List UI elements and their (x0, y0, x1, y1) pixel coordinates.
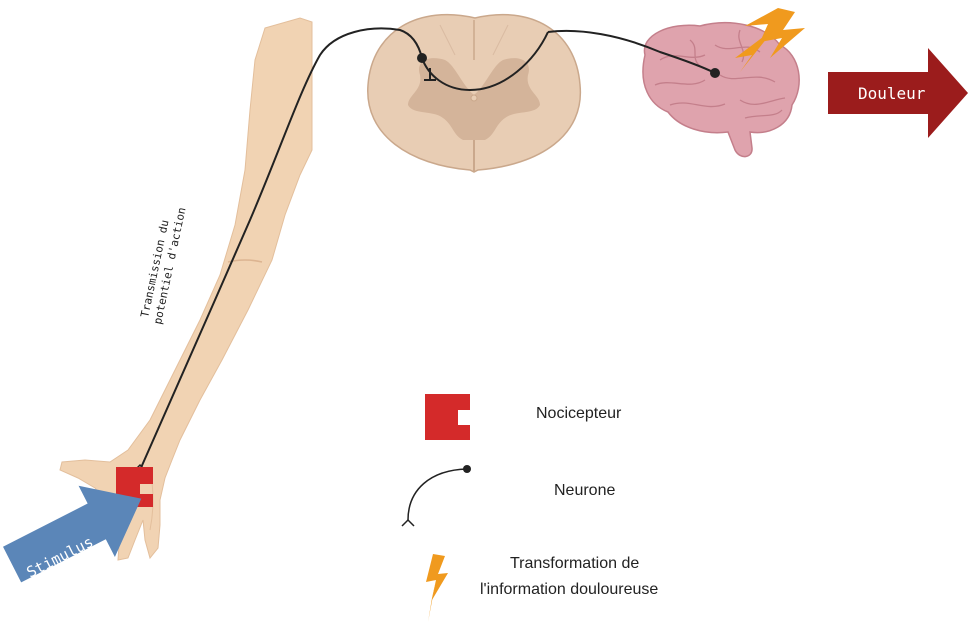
legend-neurone-label: Neurone (554, 482, 615, 500)
legend-transformation-line2: l'information douloureuse (480, 581, 658, 599)
legend-nociceptor-icon (425, 394, 470, 440)
brain (643, 23, 799, 157)
douleur-label: Douleur (858, 84, 926, 103)
legend-nocicepteur-label: Nocicepteur (536, 405, 621, 423)
legend-neuron-icon (402, 465, 471, 526)
neuron-body-brain (710, 68, 720, 78)
legend-lightning-icon (426, 554, 448, 600)
spinal-cord-section (368, 15, 581, 172)
arm (60, 18, 312, 560)
legend-lightning-tail (428, 580, 436, 622)
legend-transformation-line1: Transformation de (510, 555, 639, 573)
transmission-label: Transmission du potentiel d'action (137, 203, 188, 325)
neuron-body-spinal (417, 53, 427, 63)
